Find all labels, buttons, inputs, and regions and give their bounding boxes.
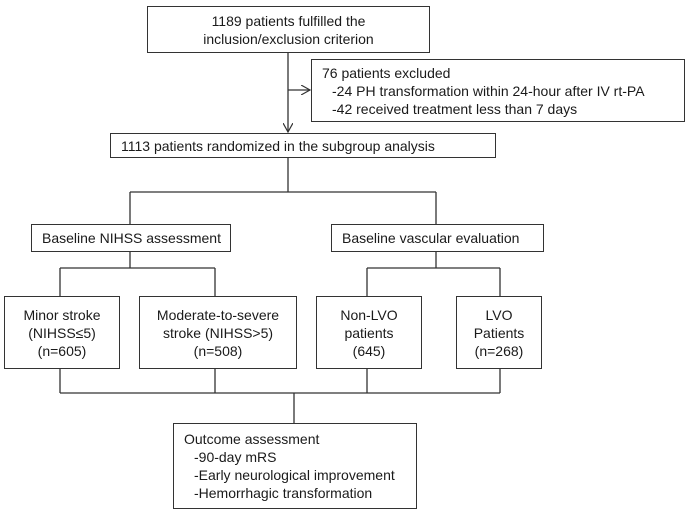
minor-line-1: Minor stroke	[23, 306, 101, 323]
box-randomized: 1113 patients randomized in the subgroup…	[110, 133, 496, 158]
eligible-line-2: inclusion/exclusion criterion	[203, 30, 374, 47]
lvo-line-3: (n=268)	[474, 342, 524, 359]
minor-line-3: (n=605)	[37, 342, 87, 359]
box-outcome-assessment: Outcome assessment -90-day mRS -Early ne…	[173, 423, 417, 509]
box-lvo: LVO Patients (n=268)	[456, 296, 542, 369]
box-minor-stroke: Minor stroke (NIHSS≤5) (n=605)	[4, 296, 120, 369]
moderate-line-1: Moderate-to-severe	[156, 306, 280, 323]
vascular-text: Baseline vascular evaluation	[342, 230, 520, 246]
box-non-lvo: Non-LVO patients (645)	[316, 296, 422, 369]
moderate-line-2: stroke (NIHSS>5)	[162, 324, 274, 341]
nonlvo-line-2: patients	[344, 324, 394, 341]
box-vascular-evaluation: Baseline vascular evaluation	[331, 224, 544, 252]
moderate-line-3: (n=508)	[193, 342, 243, 359]
outcome-title: Outcome assessment	[184, 431, 320, 447]
lvo-line-1: LVO	[485, 306, 513, 323]
outcome-item-neuro: -Early neurological improvement	[194, 467, 395, 483]
box-nihss-assessment: Baseline NIHSS assessment	[31, 224, 231, 252]
lvo-line-2: Patients	[473, 324, 525, 341]
nihss-text: Baseline NIHSS assessment	[42, 230, 221, 246]
outcome-item-mrs: -90-day mRS	[194, 449, 277, 465]
box-excluded-patients: 76 patients excluded -24 PH transformati…	[311, 59, 685, 122]
excluded-item-ph: -24 PH transformation within 24-hour aft…	[332, 82, 645, 99]
nonlvo-line-1: Non-LVO	[340, 306, 398, 323]
minor-line-2: (NIHSS≤5)	[28, 324, 96, 341]
box-eligible-patients: 1189 patients fulfilled the inclusion/ex…	[147, 6, 430, 53]
nonlvo-line-3: (645)	[352, 342, 386, 359]
box-moderate-severe-stroke: Moderate-to-severe stroke (NIHSS>5) (n=5…	[139, 296, 297, 369]
randomized-text: 1113 patients randomized in the subgroup…	[121, 137, 435, 154]
eligible-line-1: 1189 patients fulfilled the	[211, 12, 366, 29]
excluded-title: 76 patients excluded	[322, 64, 451, 81]
outcome-item-hemorrhagic: -Hemorrhagic transformation	[194, 485, 373, 501]
excluded-item-treatment: -42 received treatment less than 7 days	[332, 100, 578, 117]
